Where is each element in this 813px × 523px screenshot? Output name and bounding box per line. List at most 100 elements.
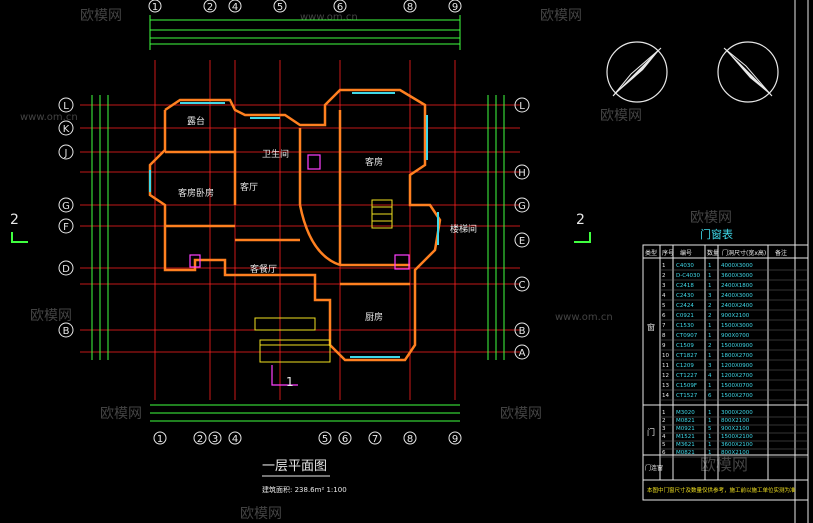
room-kitchen: 厨房 <box>365 311 383 323</box>
table-header-index: 序号 <box>662 249 674 257</box>
window-row-cell: 2 <box>708 343 712 349</box>
door-row-cell: 3 <box>662 426 666 432</box>
interior-details <box>254 199 393 363</box>
axis-right-E: E <box>519 236 525 247</box>
axis-top-4: 4 <box>232 2 238 13</box>
plan-title: 一层平面图 <box>262 459 327 474</box>
window-row-cell: CT1827 <box>676 353 698 359</box>
axis-right-A: A <box>519 348 526 359</box>
window-row-cell: 4000X3000 <box>721 263 753 269</box>
section-marker-right: 2 <box>576 212 585 228</box>
axis-left-J: J <box>64 148 68 159</box>
building-walls <box>148 88 442 362</box>
window-row-cell: 6 <box>708 393 712 399</box>
door-row-cell: M0821 <box>676 450 695 456</box>
plan-subtitle: 建筑面积: 238.6m² 1:100 <box>262 485 347 494</box>
watermark-url: www.om.cn <box>20 112 78 123</box>
window-row-cell: 1 <box>708 283 712 289</box>
table-header-type: 类型 <box>645 249 657 257</box>
window-row-cell: 11 <box>662 363 669 369</box>
room-guest-bedroom: 客房卧房 <box>178 187 214 199</box>
table-group-window: 窗 <box>647 322 655 332</box>
watermark-brand: 欧模网 <box>690 210 732 226</box>
window-row-cell: 1500X2700 <box>721 393 753 399</box>
axis-left-F: F <box>63 222 69 233</box>
north-arrow-2 <box>717 41 779 103</box>
axis-bottom-8: 8 <box>407 434 413 445</box>
window-row-cell: 1500X0700 <box>721 383 753 389</box>
window-row-cell: C2418 <box>676 283 694 289</box>
section-marker-left: 2 <box>10 212 19 228</box>
section-marker-bottom: 1 <box>286 375 294 389</box>
axis-top-1: 1 <box>152 2 158 13</box>
window-row-cell: 7 <box>662 323 666 329</box>
door-row-cell: M3020 <box>676 410 695 416</box>
window-row-cell: D-C4030 <box>676 273 701 279</box>
window-row-cell: 1800X2700 <box>721 353 753 359</box>
room-terrace: 露台 <box>187 115 205 127</box>
door-row-cell: 1 <box>708 418 712 424</box>
axis-left-L: L <box>63 101 69 112</box>
window-row-cell: 1500X3000 <box>721 323 753 329</box>
watermarks: 欧模网 欧模网 www.om.cn 欧模网 www.om.cn 欧模网 欧模网 … <box>20 8 748 522</box>
top-axis-bubbles: 1 2 4 5 6 8 9 <box>148 0 462 13</box>
axis-top-8: 8 <box>407 2 413 13</box>
window-row-cell: 1 <box>708 383 712 389</box>
table-group-doorwin: 门连窗 <box>645 464 663 472</box>
table-header-note: 备注 <box>775 249 787 257</box>
door-row-cell: 1500X2100 <box>721 434 753 440</box>
window-row-cell: 1 <box>708 333 712 339</box>
axis-right-H: H <box>518 168 526 179</box>
watermark-brand: 欧模网 <box>240 506 282 522</box>
axis-left-D: D <box>62 264 70 275</box>
window-row-cell: 2 <box>662 273 666 279</box>
door-row-cell: 900X2100 <box>721 426 750 432</box>
watermark-brand: 欧模网 <box>540 8 582 24</box>
door-row-cell: 3000X2000 <box>721 410 753 416</box>
door-row-cell: 4 <box>662 434 666 440</box>
table-group-door: 门 <box>647 427 655 437</box>
windows <box>149 92 439 358</box>
window-row-cell: 2 <box>708 313 712 319</box>
door-row-cell: 1 <box>708 442 712 448</box>
door-row-cell: 1 <box>708 410 712 416</box>
window-rows: 1 C4030 1 4000X3000 2 D-C4030 1 3600X3000 3 C2418… <box>660 263 808 401</box>
table-footnote: 本图中门窗尺寸及数量仅供参考，施工前以施工单位实测为准 <box>647 486 796 494</box>
window-row-cell: 4 <box>708 373 712 379</box>
window-row-cell: 6 <box>662 313 666 319</box>
window-row-cell: 13 <box>662 383 669 389</box>
room-bath: 卫生间 <box>262 148 289 160</box>
room-labels: 客房 客厅 客房卧房 客餐厅 厨房 卫生间 楼梯间 露台 <box>178 115 477 323</box>
window-row-cell: 3 <box>708 363 712 369</box>
window-row-cell: 1 <box>662 263 666 269</box>
table-title: 门窗表 <box>700 227 733 241</box>
window-row-cell: 900X2100 <box>721 313 750 319</box>
axis-left-B: B <box>63 326 70 337</box>
door-row-cell: M0921 <box>676 426 695 432</box>
axis-bottom-6: 6 <box>342 434 348 445</box>
window-row-cell: 12 <box>662 373 669 379</box>
door-row-cell: M3621 <box>676 442 695 448</box>
window-row-cell: 3600X3000 <box>721 273 753 279</box>
axis-right-B: B <box>519 326 526 337</box>
window-row-cell: CT0907 <box>676 333 698 339</box>
fixtures <box>189 154 410 386</box>
door-row-cell: 2 <box>662 418 666 424</box>
window-row-cell: 3 <box>708 293 712 299</box>
left-dimensions <box>91 95 109 360</box>
window-row-cell: 1 <box>708 273 712 279</box>
axis-top-2: 2 <box>207 2 213 13</box>
door-row-cell: 5 <box>662 442 666 448</box>
left-axis-bubbles: L K J G F D B <box>58 97 74 338</box>
window-row-cell: 1 <box>708 353 712 359</box>
door-row-cell: 1 <box>708 450 712 456</box>
door-row-cell: M1521 <box>676 434 695 440</box>
watermark-brand: 欧模网 <box>500 406 542 422</box>
watermark-brand: 欧模网 <box>30 308 72 324</box>
window-row-cell: 2400X1800 <box>721 283 753 289</box>
window-row-cell: C1530 <box>676 323 694 329</box>
axis-right-L: L <box>519 101 525 112</box>
window-row-cell: C4030 <box>676 263 694 269</box>
window-row-cell: 10 <box>662 353 669 359</box>
